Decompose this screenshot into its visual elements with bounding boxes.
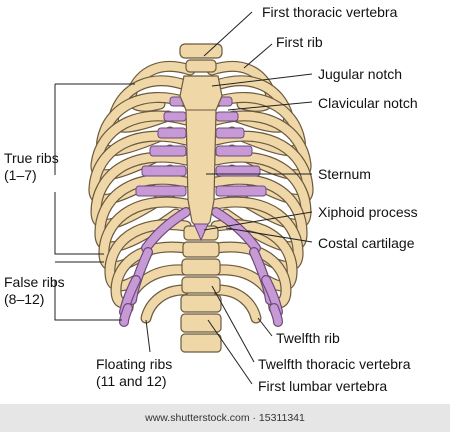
- label-true-ribs-name: True ribs: [4, 150, 59, 166]
- label-twelfth-thoracic-vertebra: Twelfth thoracic vertebra: [258, 356, 411, 372]
- label-sternum: Sternum: [318, 166, 371, 182]
- sternum-bone: [179, 75, 223, 242]
- label-true-ribs-range: (1–7): [4, 167, 37, 183]
- label-floating-ribs-range: (11 and 12): [96, 373, 167, 389]
- watermark-text: www.shutterstock.com · 15311341: [145, 412, 305, 424]
- label-false-ribs: False ribs (8–12): [4, 274, 65, 308]
- label-floating-ribs-name: Floating ribs: [96, 356, 173, 372]
- label-costal-cartilage: Costal cartilage: [318, 235, 415, 251]
- left-brackets: [54, 83, 135, 321]
- watermark-bar: www.shutterstock.com · 15311341: [0, 404, 450, 432]
- label-false-ribs-range: (8–12): [4, 291, 45, 307]
- label-twelfth-rib: Twelfth rib: [276, 330, 340, 346]
- label-first-rib: First rib: [276, 34, 323, 50]
- label-true-ribs: True ribs (1–7): [4, 150, 59, 184]
- label-false-ribs-name: False ribs: [4, 274, 65, 290]
- label-jugular-notch: Jugular notch: [318, 66, 403, 82]
- label-first-lumbar-vertebra: First lumbar vertebra: [258, 378, 388, 394]
- label-first-thoracic-vertebra: First thoracic vertebra: [262, 4, 398, 20]
- label-xiphoid-process: Xiphoid process: [318, 204, 418, 220]
- label-floating-ribs: Floating ribs (11 and 12): [96, 356, 172, 390]
- label-clavicular-notch: Clavicular notch: [318, 95, 418, 111]
- leader-lines: [145, 11, 313, 385]
- vertebral-column: [179, 43, 223, 353]
- costal-cartilage-group: [119, 96, 283, 327]
